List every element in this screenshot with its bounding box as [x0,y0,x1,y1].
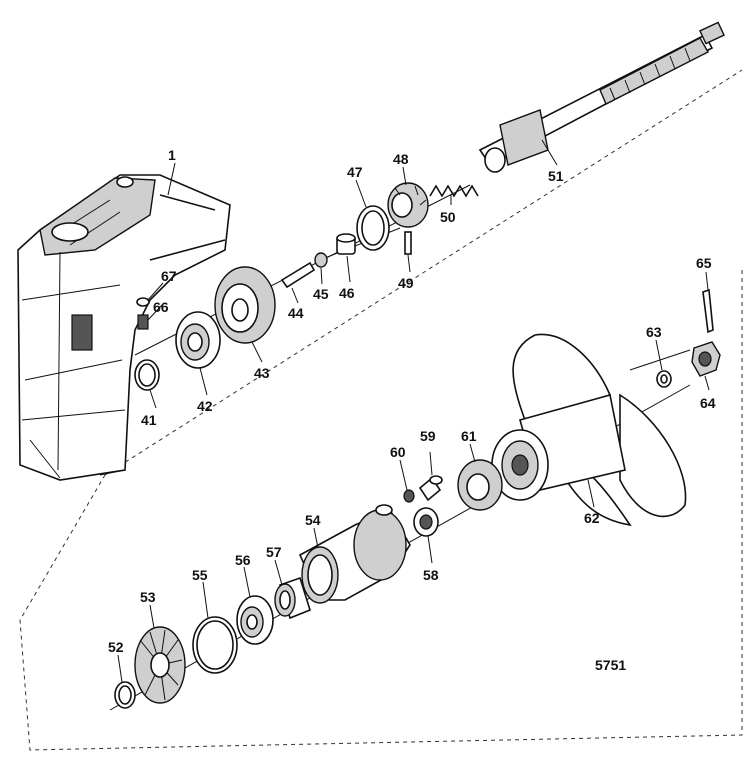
part-label: 56 [235,552,251,568]
spring [429,184,479,198]
part-label: 60 [390,444,406,460]
small-nut [314,252,328,268]
dashed-boundary [19,69,743,751]
diagram-id: 5751 [595,657,626,673]
part-label: 47 [347,164,363,180]
forward-gear [214,266,276,344]
part-label: 46 [339,285,355,301]
part-label: 55 [192,567,208,583]
part-label: 59 [420,428,436,444]
part-label: 57 [266,544,282,560]
part-label: 62 [584,510,600,526]
pinion-gear [387,182,429,228]
part-label: 63 [646,324,662,340]
bushing [336,233,356,255]
part-label: 44 [288,305,304,321]
part-label: 42 [197,398,213,414]
gear-housing [17,174,231,481]
bearing-carrier [298,504,411,604]
needle-bearing [274,576,311,620]
part-label: 66 [153,299,169,315]
part-label: 65 [696,255,712,271]
part-label: 64 [700,395,716,411]
part-label: 41 [141,412,157,428]
tapered-bearing [175,311,221,369]
part-label: 53 [140,589,156,605]
part-label: 67 [161,268,177,284]
part-label: 58 [423,567,439,583]
bolt-washer [403,489,415,503]
washer [136,297,150,307]
part-label: 48 [393,151,409,167]
part-label: 1 [168,147,176,163]
propeller [491,333,687,527]
pin [404,231,412,255]
part-label: 45 [313,286,329,302]
driveshaft [478,21,725,173]
reverse-gear [134,626,186,704]
reverse-bearing [236,595,274,645]
part-label: 51 [548,168,564,184]
part-label: 61 [461,428,477,444]
shaft-pin [280,261,316,289]
part-label: 54 [305,512,321,528]
part-label: 50 [440,209,456,225]
part-label: 43 [254,365,270,381]
bolt [137,314,149,330]
cotter-pin [702,288,714,334]
part-label: 49 [398,275,414,291]
thrust-hub [457,459,503,511]
part-labels: 1 41 42 43 44 45 46 47 48 49 50 51 52 53… [108,147,716,655]
part-label: 52 [108,639,124,655]
leader-lines [117,139,710,683]
